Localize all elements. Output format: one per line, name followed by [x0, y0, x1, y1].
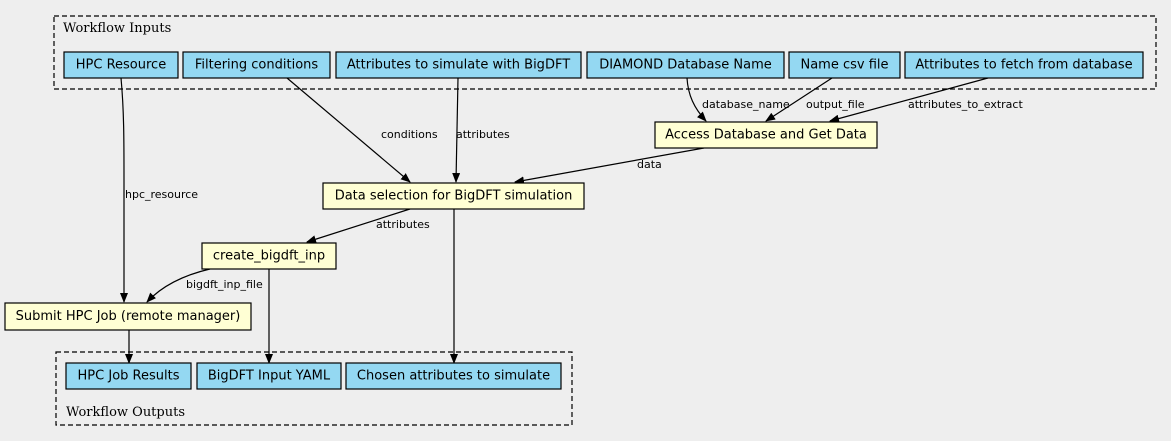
edge-attributes-to-selection	[452, 77, 461, 183]
node-name-csv-file-label: Name csv file	[800, 58, 888, 73]
edge-hpc-resource-to-submit	[120, 77, 128, 303]
edge-attributes-fetch-to-access	[829, 77, 989, 123]
node-hpc-job-results-label: HPC Job Results	[78, 369, 180, 384]
edge-data-to-selection	[514, 147, 705, 185]
node-submit-hpc-job[interactable]: Submit HPC Job (remote manager)	[4, 302, 252, 331]
nodes: HPC Resource Filtering conditions Attrib…	[4, 51, 1144, 390]
node-attributes-bigdft[interactable]: Attributes to simulate with BigDFT	[335, 51, 582, 79]
node-chosen-attributes-label: Chosen attributes to simulate	[357, 369, 550, 384]
edge-label-conditions: conditions	[381, 128, 438, 141]
node-hpc-job-results[interactable]: HPC Job Results	[65, 362, 192, 390]
edge-selection-to-create-inp	[306, 208, 411, 244]
edge-label-data: data	[637, 158, 662, 171]
node-diamond-db-name[interactable]: DIAMOND Database Name	[586, 51, 785, 79]
edge-output-file-to-access	[765, 77, 833, 122]
cluster-outputs-label: Workflow Outputs	[66, 405, 185, 420]
edge-label-attributes-out: attributes	[376, 218, 430, 231]
node-attributes-fetch[interactable]: Attributes to fetch from database	[904, 51, 1144, 79]
edge-conditions-to-selection	[286, 77, 411, 183]
node-submit-hpc-job-label: Submit HPC Job (remote manager)	[16, 309, 241, 324]
edge-label-hpc-resource: hpc_resource	[125, 188, 198, 201]
node-create-bigdft-inp[interactable]: create_bigdft_inp	[201, 242, 337, 270]
node-name-csv-file[interactable]: Name csv file	[788, 51, 901, 79]
edge-create-inp-to-submit	[146, 268, 211, 303]
edge-label-attributes-in: attributes	[456, 128, 510, 141]
node-access-database-label: Access Database and Get Data	[665, 128, 867, 143]
node-create-bigdft-inp-label: create_bigdft_inp	[213, 249, 325, 264]
edge-labels: database_name output_file attributes_to_…	[125, 98, 1023, 291]
node-data-selection[interactable]: Data selection for BigDFT simulation	[322, 182, 585, 210]
node-filtering-conditions[interactable]: Filtering conditions	[182, 51, 331, 79]
node-diamond-db-name-label: DIAMOND Database Name	[599, 58, 772, 73]
edge-db-name-to-access	[686, 77, 707, 122]
node-hpc-resource-label: HPC Resource	[76, 58, 166, 73]
node-hpc-resource[interactable]: HPC Resource	[63, 51, 179, 79]
node-chosen-attributes[interactable]: Chosen attributes to simulate	[345, 362, 562, 390]
cluster-inputs-label: Workflow Inputs	[63, 21, 171, 36]
edge-label-attributes-to-extract: attributes_to_extract	[908, 98, 1023, 111]
node-bigdft-input-yaml[interactable]: BigDFT Input YAML	[196, 362, 342, 390]
edge-label-database-name: database_name	[702, 98, 790, 111]
edge-label-bigdft-inp-file: bigdft_inp_file	[186, 278, 263, 291]
node-bigdft-input-yaml-label: BigDFT Input YAML	[208, 369, 331, 384]
node-filtering-conditions-label: Filtering conditions	[195, 58, 319, 73]
node-access-database[interactable]: Access Database and Get Data	[654, 121, 878, 149]
edges	[120, 77, 989, 364]
node-attributes-fetch-label: Attributes to fetch from database	[915, 58, 1132, 73]
edge-label-output-file: output_file	[806, 98, 865, 111]
node-attributes-bigdft-label: Attributes to simulate with BigDFT	[347, 58, 570, 73]
cluster-workflow-inputs: Workflow Inputs	[53, 15, 1157, 90]
cluster-workflow-outputs: Workflow Outputs	[55, 351, 573, 426]
node-data-selection-label: Data selection for BigDFT simulation	[335, 189, 573, 204]
